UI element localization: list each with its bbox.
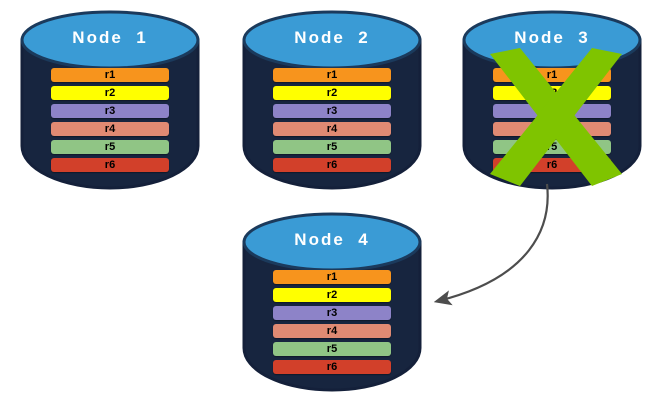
row-bar-r3[interactable]: r3 bbox=[51, 104, 169, 118]
node-3[interactable]: Node 3 r1 r2 r3 r4 r5 r6 bbox=[462, 6, 642, 190]
row-bar-r2[interactable]: r2 bbox=[51, 86, 169, 100]
row-bar-r2[interactable]: r2 bbox=[493, 86, 611, 100]
node-2-rows: r1 r2 r3 r4 r5 r6 bbox=[242, 68, 422, 172]
row-bar-r4[interactable]: r4 bbox=[273, 324, 391, 338]
row-bar-r5[interactable]: r5 bbox=[493, 140, 611, 154]
row-bar-r3[interactable]: r3 bbox=[273, 306, 391, 320]
row-bar-r5[interactable]: r5 bbox=[273, 140, 391, 154]
row-bar-r3[interactable]: r3 bbox=[493, 104, 611, 118]
node-4-rows: r1 r2 r3 r4 r5 r6 bbox=[242, 270, 422, 374]
row-bar-r4[interactable]: r4 bbox=[493, 122, 611, 136]
node-1-rows: r1 r2 r3 r4 r5 r6 bbox=[20, 68, 200, 172]
row-bar-r1[interactable]: r1 bbox=[51, 68, 169, 82]
arrow-path bbox=[433, 183, 549, 306]
row-bar-r2[interactable]: r2 bbox=[273, 86, 391, 100]
row-bar-r4[interactable]: r4 bbox=[273, 122, 391, 136]
row-bar-r1[interactable]: r1 bbox=[273, 68, 391, 82]
row-bar-r6[interactable]: r6 bbox=[273, 360, 391, 374]
node-1[interactable]: Node 1 r1 r2 r3 r4 r5 r6 bbox=[20, 6, 200, 190]
row-bar-r2[interactable]: r2 bbox=[273, 288, 391, 302]
row-bar-r6[interactable]: r6 bbox=[273, 158, 391, 172]
node-4[interactable]: Node 4 r1 r2 r3 r4 r5 r6 bbox=[242, 208, 422, 392]
row-bar-r3[interactable]: r3 bbox=[273, 104, 391, 118]
node-2[interactable]: Node 2 r1 r2 r3 r4 r5 r6 bbox=[242, 6, 422, 190]
row-bar-r5[interactable]: r5 bbox=[51, 140, 169, 154]
row-bar-r5[interactable]: r5 bbox=[273, 342, 391, 356]
row-bar-r6[interactable]: r6 bbox=[51, 158, 169, 172]
row-bar-r6[interactable]: r6 bbox=[493, 158, 611, 172]
row-bar-r1[interactable]: r1 bbox=[273, 270, 391, 284]
row-bar-r4[interactable]: r4 bbox=[51, 122, 169, 136]
node-3-rows: r1 r2 r3 r4 r5 r6 bbox=[462, 68, 642, 172]
row-bar-r1[interactable]: r1 bbox=[493, 68, 611, 82]
